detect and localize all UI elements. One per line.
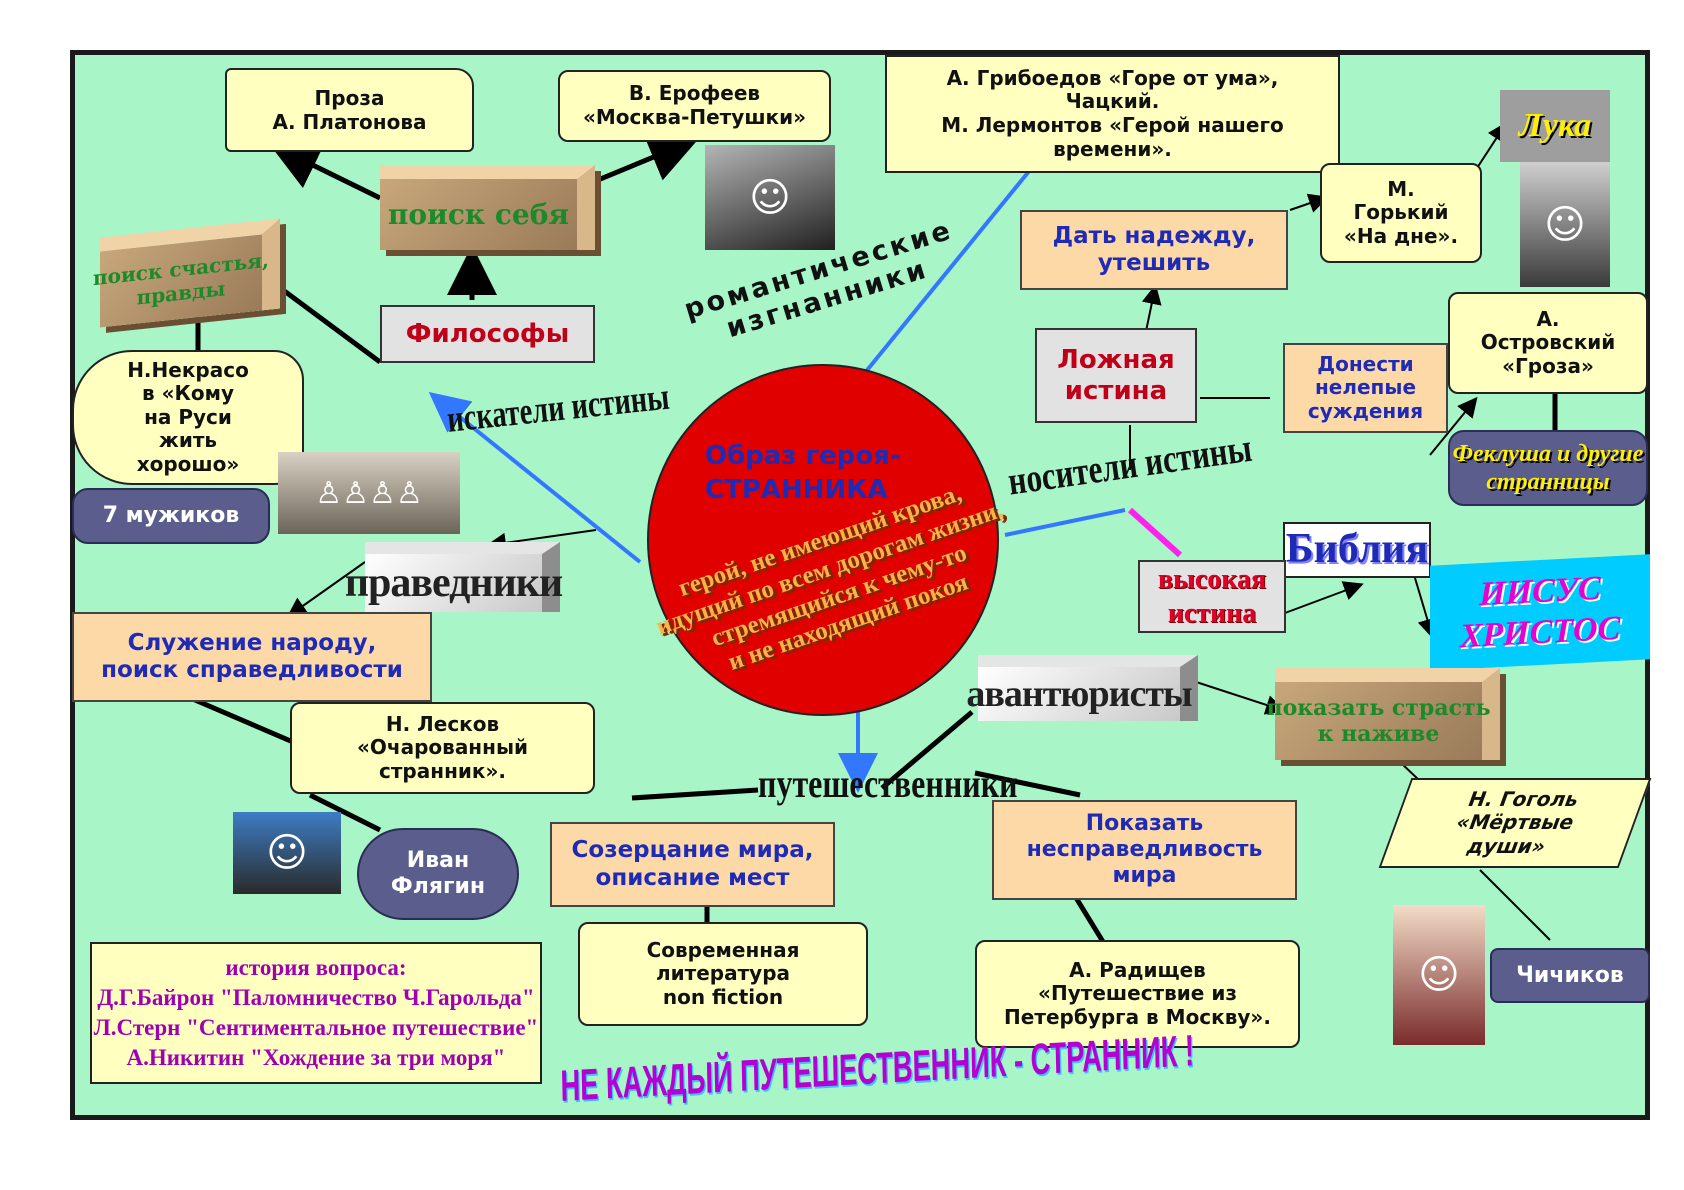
category-adventurers: авантюристы (966, 655, 1198, 721)
node-high-truth: высокая истина (1138, 560, 1286, 633)
node-chichikov: Чичиков (1490, 948, 1650, 1003)
category-travelers: путешественники (758, 761, 1018, 806)
node-erofeev: В. Ерофеев «Москва-Петушки» (558, 70, 831, 142)
erofeev-photo-icon: ☺ (705, 145, 835, 250)
node-contemplation: Созерцание мира, описание мест (550, 822, 835, 907)
node-ostrovsky: А. Островский «Гроза» (1448, 292, 1648, 394)
node-gorky: М. Горький «На дне». (1320, 163, 1482, 263)
node-radishchev: А. Радищев «Путешествие из Петербурга в … (975, 940, 1300, 1048)
node-luka: Лука (1500, 90, 1610, 162)
node-give-hope: Дать надежду, утешить (1020, 210, 1288, 290)
node-griboedov-lermontov: А. Грибоедов «Горе от ума», Чацкий. М. Л… (885, 55, 1340, 173)
node-gogol: Н. Гоголь «Мёртвые души» (1378, 778, 1652, 868)
node-leskov: Н. Лесков «Очарованный странник». (290, 702, 595, 794)
node-happiness-search: поиск счастья, правды (93, 218, 280, 328)
flyagin-photo-icon: ☺ (233, 812, 341, 894)
node-history: история вопроса: Д.Г.Байрон "Паломничест… (90, 942, 542, 1084)
node-injustice: Показать несправедливость мира (992, 800, 1297, 900)
node-platonov: Проза А. Платонова (225, 68, 474, 152)
node-modern-lit: Современная литература non fiction (578, 922, 868, 1026)
center-title: Образ героя- СТРАННИКА (705, 441, 901, 505)
node-seven-peasants: 7 мужиков (72, 488, 270, 544)
node-false-truth: Ложная истина (1035, 328, 1197, 423)
node-ivan-flyagin: Иван Флягин (357, 828, 519, 920)
node-feklusha: Феклуша и другие странницы (1448, 430, 1648, 506)
node-passion-greed: показать страсть к наживе (1266, 668, 1500, 760)
node-self-search: поиск себя (380, 165, 595, 250)
luka-photo-icon: ☺ (1520, 162, 1610, 287)
chichikov-photo-icon: ☺ (1393, 905, 1485, 1045)
node-jesus-christ: ИИСУС ХРИСТОС (1430, 554, 1650, 671)
peasants-photo-icon: ♙♙♙♙ (278, 452, 460, 534)
node-convey-absurd: Донести нелепые суждения (1283, 343, 1448, 433)
node-bible: Библия (1283, 522, 1431, 578)
node-serve-people: Служение народу, поиск справедливости (72, 612, 432, 702)
node-nekrasov: Н.Некрасо в «Кому на Руси жить хорошо» (72, 350, 304, 485)
node-philosophers: Философы (380, 305, 595, 363)
category-righteous: праведники (345, 542, 563, 612)
